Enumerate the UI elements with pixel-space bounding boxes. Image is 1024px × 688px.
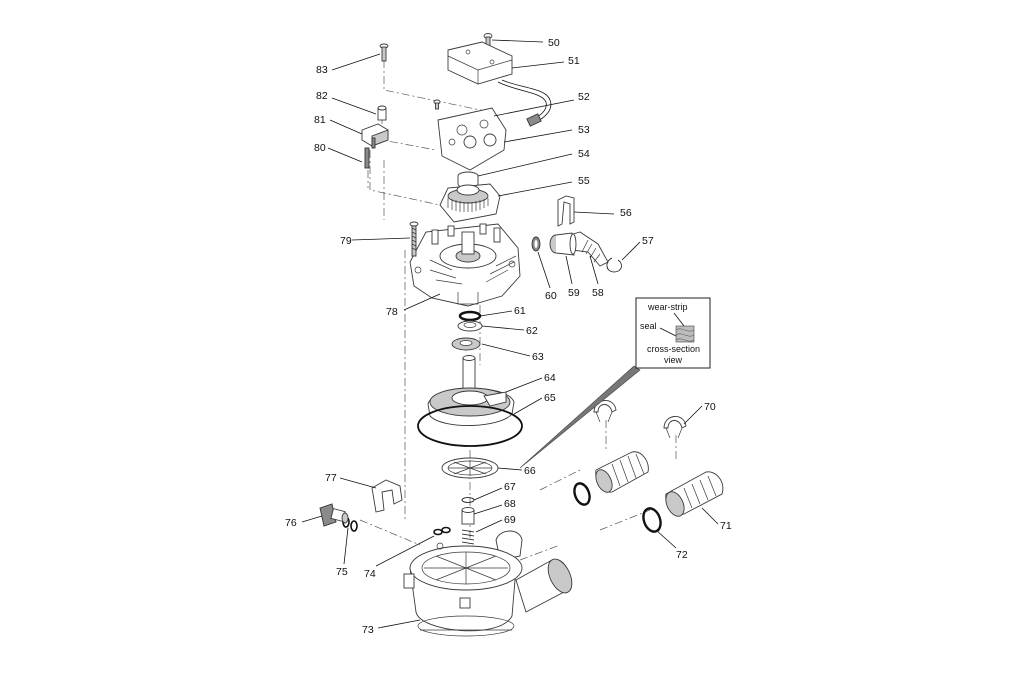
part-62-ring bbox=[457, 320, 483, 332]
callout-51: 51 bbox=[568, 55, 580, 67]
callout-56: 56 bbox=[620, 207, 632, 219]
part-53-plate bbox=[437, 107, 507, 171]
part-61-oring bbox=[458, 310, 482, 322]
callout-81: 81 bbox=[314, 114, 326, 126]
callout-65: 65 bbox=[544, 392, 556, 404]
inset-cross-section-label: cross-section bbox=[647, 344, 700, 354]
callout-60: 60 bbox=[545, 290, 557, 302]
cross-section-inset: wear-strip seal cross-section view bbox=[519, 297, 711, 469]
callout-58: 58 bbox=[592, 287, 604, 299]
part-83-screw bbox=[379, 43, 389, 62]
callout-55: 55 bbox=[578, 175, 590, 187]
callout-79: 79 bbox=[340, 235, 352, 247]
part-79-screw bbox=[409, 221, 419, 257]
callout-73: 73 bbox=[362, 624, 374, 636]
part-59-fitting bbox=[549, 232, 577, 256]
part-55-gear bbox=[439, 183, 501, 223]
part-76-plug bbox=[319, 503, 349, 527]
part-77-clip bbox=[371, 479, 403, 513]
part-71-fitting-b bbox=[665, 471, 724, 517]
callout-68: 68 bbox=[504, 498, 516, 510]
callout-67: 67 bbox=[504, 481, 516, 493]
callout-76: 76 bbox=[285, 517, 297, 529]
callout-69: 69 bbox=[504, 514, 516, 526]
callout-53: 53 bbox=[578, 124, 590, 136]
leader-lines bbox=[301, 39, 719, 629]
part-67-oring bbox=[461, 497, 475, 503]
part-82-cap bbox=[377, 105, 387, 121]
part-60-oring bbox=[531, 236, 541, 252]
inset-wear-strip-label: wear-strip bbox=[647, 302, 688, 312]
part-80-pin bbox=[364, 147, 370, 169]
callout-labels: 50 51 52 53 54 55 56 57 58 59 60 61 62 6… bbox=[285, 37, 732, 636]
part-70-clip-b bbox=[663, 416, 687, 439]
callout-66: 66 bbox=[524, 465, 536, 477]
callout-50: 50 bbox=[548, 37, 560, 49]
part-57-spring bbox=[606, 257, 622, 273]
part-74-orings bbox=[433, 526, 451, 536]
callout-63: 63 bbox=[532, 351, 544, 363]
part-50-screw bbox=[483, 33, 493, 48]
callout-75: 75 bbox=[336, 566, 348, 578]
part-72-oring-b bbox=[642, 507, 662, 533]
inset-view-label: view bbox=[664, 355, 683, 365]
inset-seal-label: seal bbox=[640, 321, 657, 331]
part-54-bushing bbox=[457, 171, 479, 189]
part-71-fitting-a bbox=[595, 451, 649, 493]
callout-83: 83 bbox=[316, 64, 328, 76]
callout-77: 77 bbox=[325, 472, 337, 484]
part-51-motor bbox=[447, 41, 552, 127]
part-65-oring bbox=[417, 405, 523, 447]
callout-64: 64 bbox=[544, 372, 556, 384]
callout-61: 61 bbox=[514, 305, 526, 317]
alignment-lines bbox=[359, 50, 677, 561]
part-81-switch bbox=[361, 123, 389, 149]
part-73-valve-body bbox=[403, 530, 573, 637]
inset-seal-cross-section-icon bbox=[675, 325, 695, 343]
part-56-clip bbox=[557, 195, 575, 227]
part-78-top-housing bbox=[409, 223, 521, 307]
callout-62: 62 bbox=[526, 325, 538, 337]
part-53-screw bbox=[433, 99, 441, 110]
part-69-spring bbox=[461, 529, 475, 545]
callout-57: 57 bbox=[642, 235, 654, 247]
part-63-washer bbox=[451, 337, 481, 351]
callout-72: 72 bbox=[676, 549, 688, 561]
callout-52: 52 bbox=[578, 91, 590, 103]
callout-80: 80 bbox=[314, 142, 326, 154]
callout-54: 54 bbox=[578, 148, 590, 160]
part-72-oring-a bbox=[573, 482, 591, 506]
callout-59: 59 bbox=[568, 287, 580, 299]
part-64-rotor bbox=[427, 355, 515, 426]
callout-70: 70 bbox=[704, 401, 716, 413]
inset-box bbox=[635, 297, 711, 369]
callout-71: 71 bbox=[720, 520, 732, 532]
callout-74: 74 bbox=[364, 568, 376, 580]
part-66-seal bbox=[441, 457, 499, 479]
callout-78: 78 bbox=[386, 306, 398, 318]
callout-82: 82 bbox=[316, 90, 328, 102]
inset-pointer bbox=[519, 365, 641, 469]
part-68-sleeve bbox=[461, 507, 475, 525]
